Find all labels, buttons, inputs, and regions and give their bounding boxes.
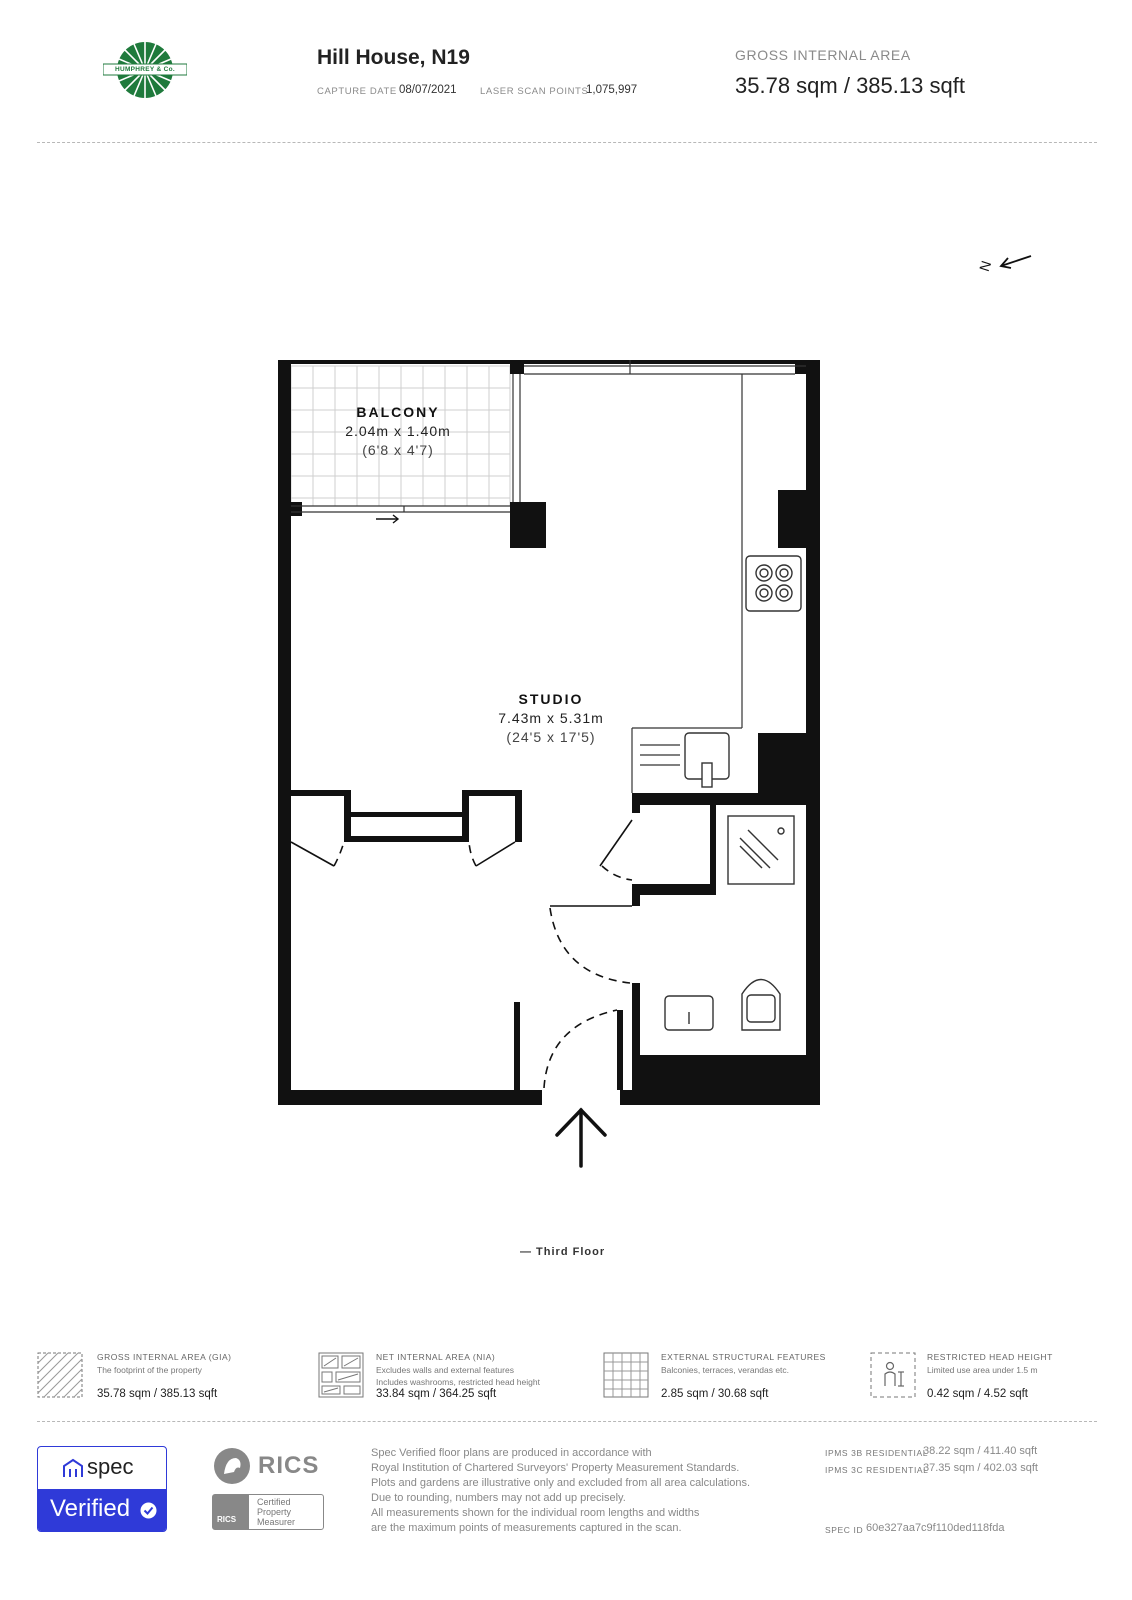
north-compass: N — [975, 248, 1035, 282]
ipms-3c-label: IPMS 3C RESIDENTIAL — [825, 1465, 929, 1475]
capture-date-label: CAPTURE DATE — [317, 86, 397, 97]
nia-hatch-icon — [318, 1352, 364, 1398]
room-balcony-imperial: (6'8 x 4'7) — [362, 442, 434, 458]
disclaimer: Spec Verified floor plans are produced i… — [371, 1446, 801, 1536]
legend-gia: GROSS INTERNAL AREA (GIA) The footprint … — [37, 1350, 297, 1402]
rics-text: RICS — [258, 1452, 320, 1479]
room-balcony: BALCONY 2.04m x 1.40m (6'8 x 4'7) — [320, 404, 476, 458]
disclaimer-line: Due to rounding, numbers may not add up … — [371, 1492, 626, 1504]
disclaimer-line: All measurements shown for the individua… — [371, 1507, 700, 1519]
rics-badge-line-3: Measurer — [257, 1517, 296, 1527]
head-height-icon — [870, 1352, 916, 1398]
shower-tray — [727, 815, 795, 885]
gia-header-label: GROSS INTERNAL AREA — [735, 47, 911, 63]
legend-restricted-desc: Limited use area under 1.5 m — [927, 1365, 1038, 1375]
hob — [745, 555, 802, 612]
legend-nia-desc-1: Excludes walls and external features — [376, 1365, 514, 1375]
laser-points-value: 1,075,997 — [586, 84, 638, 96]
legend-nia-desc-2: Includes washrooms, restricted head heig… — [376, 1377, 540, 1387]
disclaimer-line: Spec Verified floor plans are produced i… — [371, 1447, 652, 1459]
legend-restricted-value: 0.42 sqm / 4.52 sqft — [927, 1388, 1029, 1400]
spec-id-value: 60e327aa7c9f110ded118fda — [866, 1522, 1005, 1534]
property-title: Hill House, N19 — [317, 46, 470, 69]
room-studio-name: STUDIO — [518, 691, 584, 707]
room-balcony-dims: 2.04m x 1.40m — [345, 423, 451, 439]
room-studio: STUDIO 7.43m x 5.31m (24'5 x 17'5) — [471, 691, 631, 745]
legend-restricted-title: RESTRICTED HEAD HEIGHT — [927, 1352, 1053, 1362]
spec-house-icon — [63, 1458, 83, 1477]
floor-label: — Third Floor — [520, 1246, 606, 1258]
legend-gia-desc: The footprint of the property — [97, 1365, 202, 1375]
floor-plan — [278, 360, 820, 1168]
logo-text: HUMPHREY & Co. — [114, 66, 176, 73]
bathroom-fixtures — [664, 978, 781, 1031]
spec-verified-badge: spec Verified — [37, 1446, 167, 1532]
legend-nia-title: NET INTERNAL AREA (NIA) — [376, 1352, 496, 1362]
north-arrow-icon — [999, 255, 1032, 269]
spec-id-label: SPEC ID — [825, 1525, 864, 1535]
room-studio-imperial: (24'5 x 17'5) — [506, 729, 596, 745]
rics-logo: RICS RICS Certified Property Measurer — [212, 1446, 327, 1532]
kitchen-sink — [684, 732, 730, 788]
gia-hatch-icon — [37, 1352, 83, 1398]
legend-nia: NET INTERNAL AREA (NIA) Excludes walls a… — [318, 1350, 588, 1402]
rics-certified-badge: RICS Certified Property Measurer — [212, 1494, 324, 1530]
sunburst-logo-icon — [102, 42, 188, 98]
rics-badge-line-2: Property — [257, 1507, 292, 1517]
ipms-3b-label: IPMS 3B RESIDENTIAL — [825, 1448, 929, 1458]
legend-external-desc: Balconies, terraces, verandas etc. — [661, 1365, 790, 1375]
room-studio-dims: 7.43m x 5.31m — [498, 710, 604, 726]
grid-icon — [603, 1352, 649, 1398]
company-logo: HUMPHREY & Co. — [102, 40, 188, 100]
header-divider — [37, 142, 1097, 143]
footer-divider — [37, 1421, 1097, 1422]
legend-gia-value: 35.78 sqm / 385.13 sqft — [97, 1388, 218, 1400]
disclaimer-line: are the maximum points of measurements c… — [371, 1522, 682, 1534]
gia-header-value: 35.78 sqm / 385.13 sqft — [735, 73, 965, 98]
ipms-3b-value: 38.22 sqm / 411.40 sqft — [923, 1445, 1038, 1457]
sliding-door-arrow — [376, 514, 400, 524]
rics-badge-line-1: Certified — [257, 1497, 291, 1507]
legend-external: EXTERNAL STRUCTURAL FEATURES Balconies, … — [603, 1350, 853, 1402]
balcony-tile-grid — [290, 365, 511, 507]
entrance-arrow-icon — [555, 1107, 607, 1168]
legend-external-value: 2.85 sqm / 30.68 sqft — [661, 1388, 769, 1400]
rics-badge-small: RICS — [217, 1515, 237, 1524]
laser-points-label: LASER SCAN POINTS — [480, 86, 589, 97]
legend-external-title: EXTERNAL STRUCTURAL FEATURES — [661, 1352, 826, 1362]
legend-gia-title: GROSS INTERNAL AREA (GIA) — [97, 1352, 232, 1362]
spec-brand: spec — [87, 1454, 134, 1479]
verified-check-icon — [140, 1502, 157, 1519]
ipms-3c-value: 37.35 sqm / 402.03 sqft — [923, 1462, 1038, 1474]
legend-nia-value: 33.84 sqm / 364.25 sqft — [376, 1388, 497, 1400]
capture-date-value: 08/07/2021 — [399, 84, 457, 96]
walls — [278, 360, 820, 1105]
spec-verified-text: Verified — [50, 1495, 131, 1522]
room-balcony-name: BALCONY — [356, 404, 440, 420]
disclaimer-line: Royal Institution of Chartered Surveyors… — [371, 1462, 740, 1474]
legend-restricted: RESTRICTED HEAD HEIGHT Limited use area … — [870, 1350, 1090, 1402]
disclaimer-line: Plots and gardens are illustrative only … — [371, 1477, 751, 1489]
rics-lion-icon — [214, 1448, 250, 1484]
